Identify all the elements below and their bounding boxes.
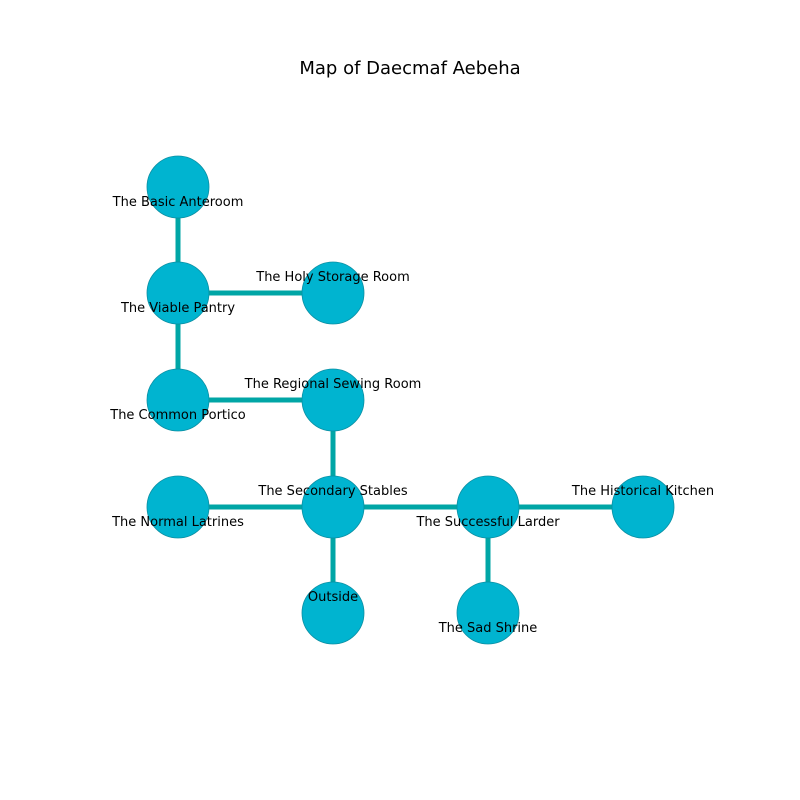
- node-successful-larder: [456, 475, 520, 539]
- node-sad-shrine: [456, 581, 520, 645]
- node-viable-pantry: [146, 261, 210, 325]
- map-title: Map of Daecmaf Aebeha: [299, 58, 520, 79]
- node-label-common-portico: The Common Portico: [109, 408, 246, 423]
- node-label-regional-sewing-room: The Regional Sewing Room: [244, 377, 422, 392]
- node-regional-sewing-room: [301, 368, 365, 432]
- node-label-viable-pantry: The Viable Pantry: [120, 301, 235, 316]
- node-label-outside: Outside: [308, 590, 358, 605]
- node-holy-storage-room: [301, 261, 365, 325]
- node-normal-latrines: [146, 475, 210, 539]
- node-label-sad-shrine: The Sad Shrine: [438, 621, 538, 636]
- nodes-layer: [146, 155, 675, 645]
- node-label-successful-larder: The Successful Larder: [415, 515, 560, 530]
- node-historical-kitchen: [611, 475, 675, 539]
- node-label-normal-latrines: The Normal Latrines: [111, 515, 244, 530]
- node-label-historical-kitchen: The Historical Kitchen: [571, 484, 714, 499]
- node-label-basic-anteroom: The Basic Anteroom: [112, 195, 244, 210]
- node-common-portico: [146, 368, 210, 432]
- node-basic-anteroom: [146, 155, 210, 219]
- node-label-holy-storage-room: The Holy Storage Room: [255, 270, 410, 285]
- node-secondary-stables: [301, 475, 365, 539]
- edges-layer: [175, 187, 643, 613]
- node-outside: [301, 581, 365, 645]
- node-label-secondary-stables: The Secondary Stables: [257, 484, 407, 499]
